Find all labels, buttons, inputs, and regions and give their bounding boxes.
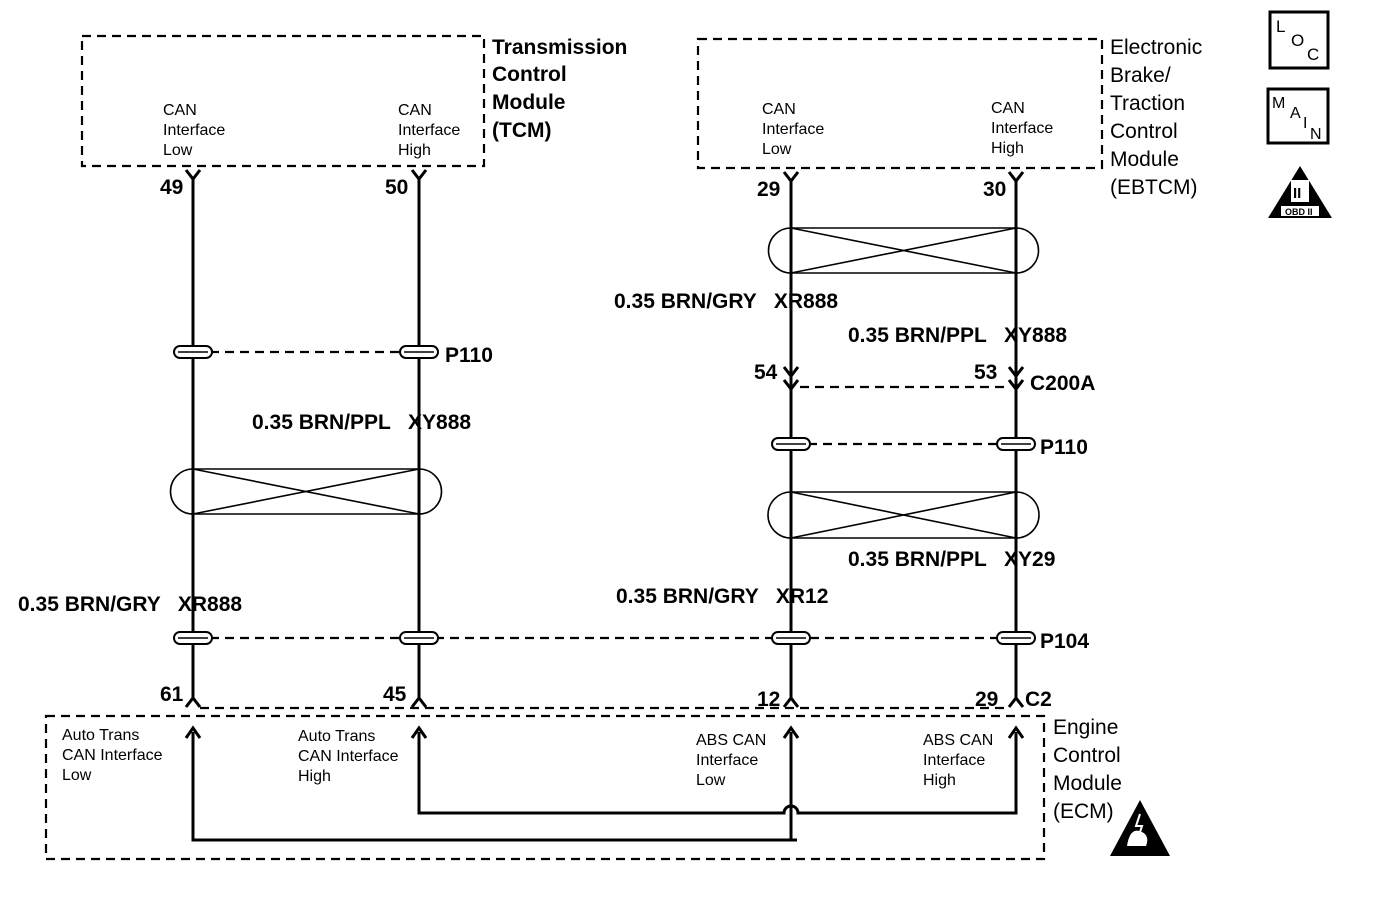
svg-text:CAN: CAN bbox=[991, 100, 1025, 117]
ecm-abs-high-label: ABS CAN Interface High bbox=[923, 732, 993, 789]
svg-text:ABS CAN: ABS CAN bbox=[923, 732, 993, 749]
ebtcm-box bbox=[696, 37, 1104, 170]
svg-text:Interface: Interface bbox=[991, 120, 1053, 137]
pin-ecm-29: 29 bbox=[975, 688, 998, 711]
svg-text:Traction: Traction bbox=[1110, 92, 1185, 115]
twisted-pair-ebtcm-upper bbox=[767, 227, 1040, 274]
pin-ecm-61: 61 bbox=[160, 683, 184, 706]
svg-text:II: II bbox=[1293, 185, 1301, 202]
pin-tcm-low: 49 bbox=[160, 176, 183, 199]
svg-text:High: High bbox=[991, 140, 1024, 157]
esd-warning-icon[interactable] bbox=[1110, 800, 1170, 856]
terminal-forks bbox=[184, 169, 1025, 708]
svg-text:I: I bbox=[1303, 115, 1307, 132]
splice-symbols bbox=[173, 345, 1036, 645]
loc-icon[interactable]: L O C bbox=[1268, 10, 1330, 70]
svg-text:Brake/: Brake/ bbox=[1110, 64, 1171, 87]
ebtcm-high-terminal-label: CAN Interface High bbox=[991, 100, 1053, 157]
svg-text:Low: Low bbox=[762, 141, 792, 158]
splice-p104-label: P104 bbox=[1040, 630, 1089, 653]
connector-c200a-label: C200A bbox=[1030, 372, 1095, 395]
obd-ii-icon[interactable]: II OBD II bbox=[1268, 166, 1332, 218]
svg-text:CAN: CAN bbox=[163, 102, 197, 119]
svg-text:Auto Trans: Auto Trans bbox=[62, 727, 139, 744]
svg-text:C: C bbox=[1307, 45, 1319, 64]
svg-text:Low: Low bbox=[62, 767, 92, 784]
svg-text:Interface: Interface bbox=[923, 752, 985, 769]
twisted-pair-tcm bbox=[169, 468, 443, 515]
ebtcm-title: Electronic Brake/ Traction Control Modul… bbox=[1110, 36, 1202, 199]
pin-ebtcm-low: 29 bbox=[757, 178, 780, 201]
svg-text:Low: Low bbox=[163, 142, 193, 159]
svg-text:ABS CAN: ABS CAN bbox=[696, 732, 766, 749]
twisted-pair-ebtcm-lower bbox=[767, 491, 1040, 539]
svg-text:Module: Module bbox=[1053, 772, 1122, 795]
svg-text:Control: Control bbox=[492, 63, 567, 86]
svg-text:Interface: Interface bbox=[696, 752, 758, 769]
pin-ebtcm-high: 30 bbox=[983, 178, 1006, 201]
svg-text:(ECM): (ECM) bbox=[1053, 800, 1114, 823]
wire-label-tcm-low: 0.35 BRN/GRY XR888 bbox=[18, 593, 242, 616]
ecm-box bbox=[44, 714, 1046, 861]
pin-tcm-high: 50 bbox=[385, 176, 408, 199]
svg-text:CAN: CAN bbox=[762, 101, 796, 118]
pin-c200a-low: 54 bbox=[754, 361, 778, 384]
pin-ecm-12: 12 bbox=[757, 688, 780, 711]
wire-label-ebtcm-high-upper: 0.35 BRN/PPL XY888 bbox=[848, 324, 1067, 347]
svg-text:Control: Control bbox=[1053, 744, 1121, 767]
svg-text:A: A bbox=[1290, 105, 1301, 122]
svg-text:CAN Interface: CAN Interface bbox=[298, 748, 399, 765]
svg-text:L: L bbox=[1276, 17, 1285, 36]
svg-text:O: O bbox=[1291, 31, 1304, 50]
svg-text:Interface: Interface bbox=[762, 121, 824, 138]
svg-text:Interface: Interface bbox=[163, 122, 225, 139]
wire-label-tcm-high: 0.35 BRN/PPL XY888 bbox=[252, 411, 471, 434]
svg-text:M: M bbox=[1272, 95, 1285, 112]
splice-inner-lines bbox=[178, 351, 1031, 639]
wire-label-ebtcm-low-upper: 0.35 BRN/GRY XR888 bbox=[614, 290, 838, 313]
splice-p110-tcm-label: P110 bbox=[445, 344, 493, 367]
svg-text:Transmission: Transmission bbox=[492, 36, 627, 59]
svg-text:High: High bbox=[923, 772, 956, 789]
c200a-connector-marks bbox=[782, 366, 1025, 392]
svg-text:High: High bbox=[298, 768, 331, 785]
svg-text:CAN Interface: CAN Interface bbox=[62, 747, 163, 764]
pin-ecm-45: 45 bbox=[383, 683, 407, 706]
svg-text:Engine: Engine bbox=[1053, 716, 1118, 739]
main-icon[interactable]: M A I N bbox=[1266, 87, 1330, 145]
svg-text:CAN: CAN bbox=[398, 102, 432, 119]
connector-c2-label: C2 bbox=[1025, 688, 1052, 711]
tcm-box bbox=[80, 34, 486, 168]
wire-label-ebtcm-high-lower: 0.35 BRN/PPL XY29 bbox=[848, 548, 1055, 571]
ebtcm-low-terminal-label: CAN Interface Low bbox=[762, 101, 824, 158]
ecm-abs-low-label: ABS CAN Interface Low bbox=[696, 732, 766, 789]
svg-text:Low: Low bbox=[696, 772, 726, 789]
svg-text:Electronic: Electronic bbox=[1110, 36, 1202, 59]
ecm-title: Engine Control Module (ECM) bbox=[1053, 716, 1122, 823]
svg-text:OBD II: OBD II bbox=[1285, 207, 1313, 217]
tcm-high-terminal-label: CAN Interface High bbox=[398, 102, 460, 159]
tcm-title: Transmission Control Module (TCM) bbox=[492, 36, 627, 142]
splice-p110-ebtcm-label: P110 bbox=[1040, 436, 1088, 459]
svg-text:(TCM): (TCM) bbox=[492, 119, 551, 142]
svg-text:Interface: Interface bbox=[398, 122, 460, 139]
ecm-internal-wiring bbox=[184, 725, 1025, 842]
svg-text:Control: Control bbox=[1110, 120, 1178, 143]
tcm-low-terminal-label: CAN Interface Low bbox=[163, 102, 225, 159]
svg-text:N: N bbox=[1310, 126, 1322, 143]
svg-text:Auto Trans: Auto Trans bbox=[298, 728, 375, 745]
ecm-at-high-label: Auto Trans CAN Interface High bbox=[298, 728, 399, 785]
pin-c200a-high: 53 bbox=[974, 361, 997, 384]
ecm-at-low-label: Auto Trans CAN Interface Low bbox=[62, 727, 163, 784]
svg-text:Module: Module bbox=[492, 91, 566, 114]
svg-text:(EBTCM): (EBTCM) bbox=[1110, 176, 1198, 199]
wire-label-ebtcm-low-lower: 0.35 BRN/GRY XR12 bbox=[616, 585, 828, 608]
svg-text:High: High bbox=[398, 142, 431, 159]
svg-text:Module: Module bbox=[1110, 148, 1179, 171]
